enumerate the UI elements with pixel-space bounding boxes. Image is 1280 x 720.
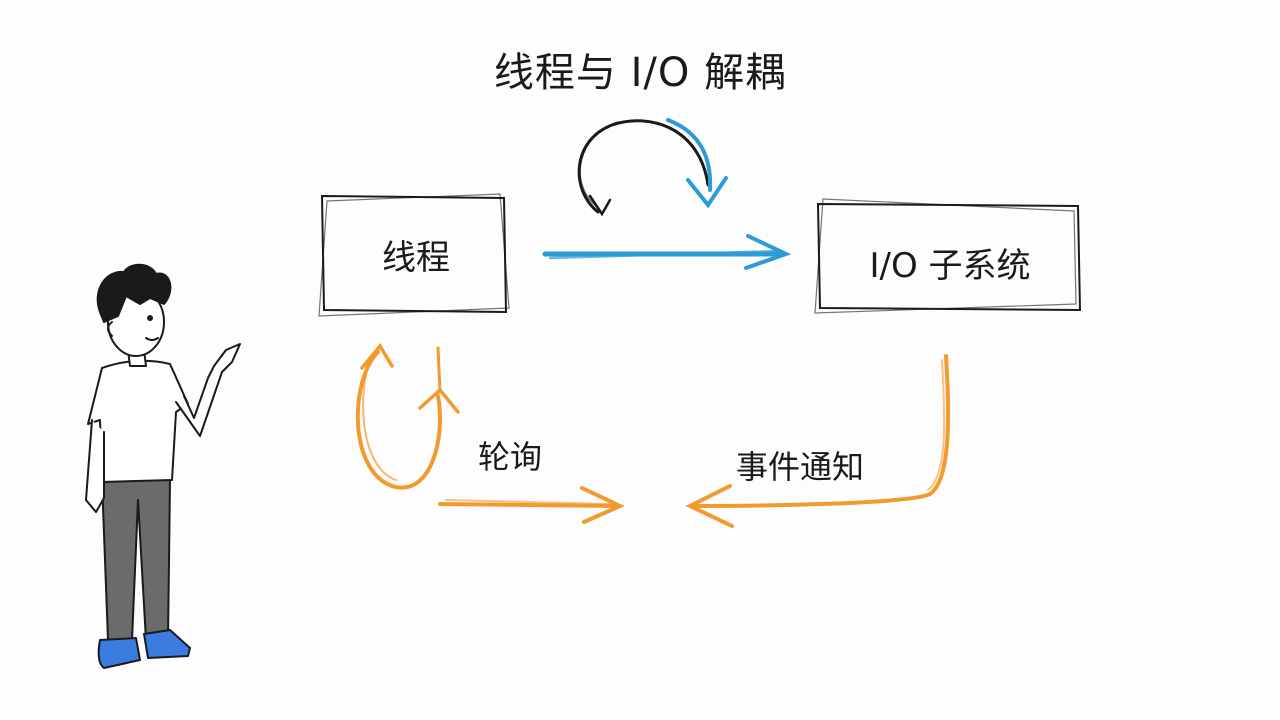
poll-arrow [438,486,625,524]
thread-node-label: 线程 [382,238,450,278]
io-node-label: I/O 子系统 [869,246,1031,286]
poll-loop-arrow [355,342,460,490]
poll-label: 轮询 [478,438,543,476]
io-box [814,198,1082,314]
notify-label: 事件通知 [736,448,865,486]
diagram-title: 线程与 I/O 解耦 [493,50,787,96]
loop-arrow-top [577,118,728,217]
request-arrow [542,234,792,270]
notify-arrow [685,354,951,528]
thread-box [318,193,510,317]
person-illustration [85,263,241,669]
